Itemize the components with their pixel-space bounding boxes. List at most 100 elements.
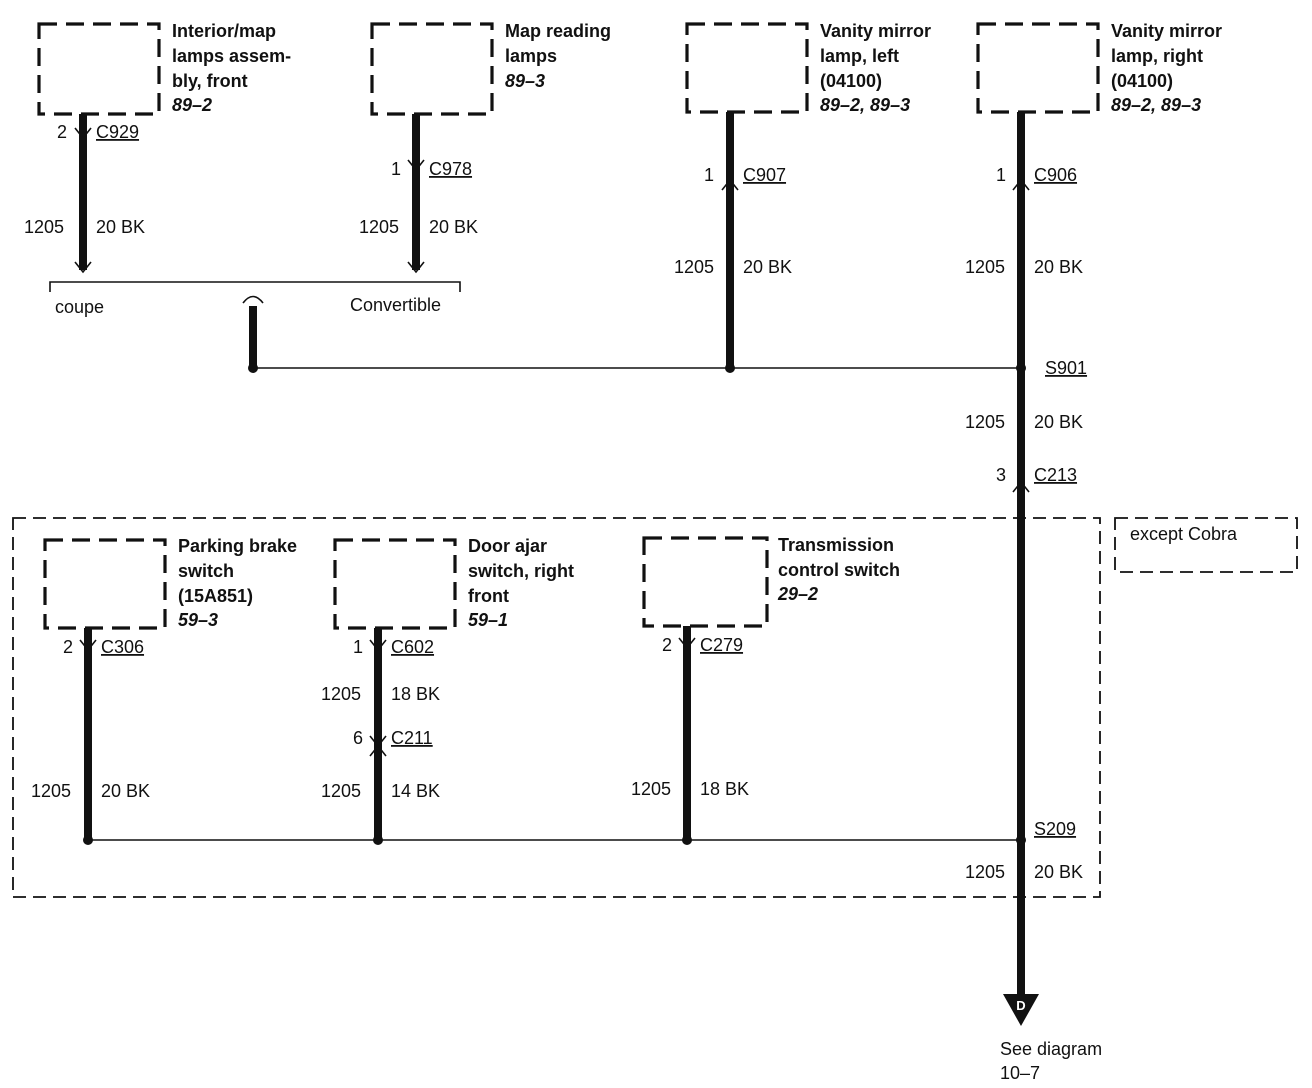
destination-line1: See diagram	[1000, 1039, 1102, 1059]
option-coupe: coupe	[55, 297, 104, 317]
parking-brake-line1: Parking brake	[178, 536, 297, 556]
map-reading-line1: Map reading	[505, 21, 611, 41]
junction-dot	[83, 835, 93, 845]
w7-circuit: 1205	[321, 684, 361, 704]
connector-arrow-c602	[369, 639, 387, 652]
connector-arrow-c907	[721, 178, 739, 191]
connector-arrow-c211-lower	[369, 744, 387, 757]
vanity-right-line1: Vanity mirror	[1111, 21, 1222, 41]
w8-circuit: 1205	[321, 781, 361, 801]
door-ajar-ref: 59–1	[468, 610, 508, 630]
junction-dot	[248, 363, 258, 373]
c306-name: C306	[101, 637, 144, 657]
splice-dot-s209	[1016, 835, 1026, 845]
map-reading-line2: lamps	[505, 46, 557, 66]
vanity-left-box	[685, 22, 809, 114]
w10-spec: 20 BK	[1034, 862, 1083, 882]
connector-arrow-c978	[407, 159, 425, 172]
w2-spec: 20 BK	[429, 217, 478, 237]
map-reading-lamps-box	[370, 22, 494, 116]
door-ajar-box	[333, 538, 457, 630]
vanity-right-box	[976, 22, 1100, 114]
connector-arrow-c929	[74, 127, 92, 140]
w2-circuit: 1205	[359, 217, 399, 237]
interior-map-line1: Interior/map	[172, 21, 276, 41]
connector-arrow-c306	[79, 639, 97, 652]
w9-spec: 18 BK	[700, 779, 749, 799]
w3-spec: 20 BK	[743, 257, 792, 277]
c279-pin: 2	[662, 635, 672, 655]
c906-name: C906	[1034, 165, 1077, 185]
interior-map-lamps-box	[37, 22, 161, 116]
destination-letter: D	[1016, 998, 1025, 1013]
w9-circuit: 1205	[631, 779, 671, 799]
option-convertible: Convertible	[350, 295, 441, 315]
wire-end-arrow-coupe	[74, 261, 92, 274]
option-switch-arc	[242, 295, 264, 304]
w1-spec: 20 BK	[96, 217, 145, 237]
door-ajar-line1: Door ajar	[468, 536, 547, 556]
c211-name: C211	[391, 728, 433, 748]
splice-s901: S901	[1045, 358, 1087, 378]
destination-line2: 10–7	[1000, 1063, 1040, 1083]
c907-name: C907	[743, 165, 786, 185]
junction-dot	[373, 835, 383, 845]
w6-spec: 20 BK	[101, 781, 150, 801]
vanity-left-line3: (04100)	[820, 71, 882, 91]
transmission-line1: Transmission	[778, 535, 894, 555]
w7-spec: 18 BK	[391, 684, 440, 704]
c213-pin: 3	[996, 465, 1006, 485]
map-reading-ref: 89–3	[505, 71, 545, 91]
interior-map-line2: lamps assem-	[172, 46, 291, 66]
except-cobra-region	[12, 517, 1101, 898]
door-ajar-line2: switch, right	[468, 561, 574, 581]
vanity-left-line1: Vanity mirror	[820, 21, 931, 41]
transmission-ref: 29–2	[777, 584, 818, 604]
connector-arrow-c906	[1012, 178, 1030, 191]
parking-brake-line3: (15A851)	[178, 586, 253, 606]
except-cobra-label: except Cobra	[1130, 524, 1238, 544]
junction-dot	[725, 363, 735, 373]
w3-circuit: 1205	[674, 257, 714, 277]
wire-end-arrow-convertible	[407, 261, 425, 274]
c279-name: C279	[700, 635, 743, 655]
w4-spec: 20 BK	[1034, 257, 1083, 277]
destination-triangle-icon	[1003, 994, 1039, 1026]
option-bracket	[49, 281, 461, 292]
c978-pin: 1	[391, 159, 401, 179]
vanity-right-line2: lamp, right	[1111, 46, 1203, 66]
w5-circuit: 1205	[965, 412, 1005, 432]
w10-circuit: 1205	[965, 862, 1005, 882]
w1-circuit: 1205	[24, 217, 64, 237]
c929-pin: 2	[57, 122, 67, 142]
c929-name: C929	[96, 122, 139, 142]
c211-pin: 6	[353, 728, 363, 748]
c213-name: C213	[1034, 465, 1077, 485]
transmission-line2: control switch	[778, 560, 900, 580]
parking-brake-line2: switch	[178, 561, 234, 581]
c907-pin: 1	[704, 165, 714, 185]
w8-spec: 14 BK	[391, 781, 440, 801]
interior-map-ref: 89–2	[172, 95, 212, 115]
except-cobra-label-box	[1114, 517, 1298, 573]
connector-arrow-c279	[678, 637, 696, 650]
vanity-right-line3: (04100)	[1111, 71, 1173, 91]
c602-pin: 1	[353, 637, 363, 657]
parking-brake-box	[43, 538, 167, 630]
vanity-left-ref: 89–2, 89–3	[820, 95, 910, 115]
connector-arrow-c213	[1012, 480, 1030, 493]
c602-name: C602	[391, 637, 434, 657]
w6-circuit: 1205	[31, 781, 71, 801]
parking-brake-ref: 59–3	[178, 610, 218, 630]
interior-map-line3: bly, front	[172, 71, 248, 91]
w4-circuit: 1205	[965, 257, 1005, 277]
junction-dot	[682, 835, 692, 845]
transmission-box	[642, 536, 769, 628]
splice-s209: S209	[1034, 819, 1076, 839]
door-ajar-line3: front	[468, 586, 509, 606]
c978-name: C978	[429, 159, 472, 179]
c306-pin: 2	[63, 637, 73, 657]
vanity-left-line2: lamp, left	[820, 46, 899, 66]
c906-pin: 1	[996, 165, 1006, 185]
